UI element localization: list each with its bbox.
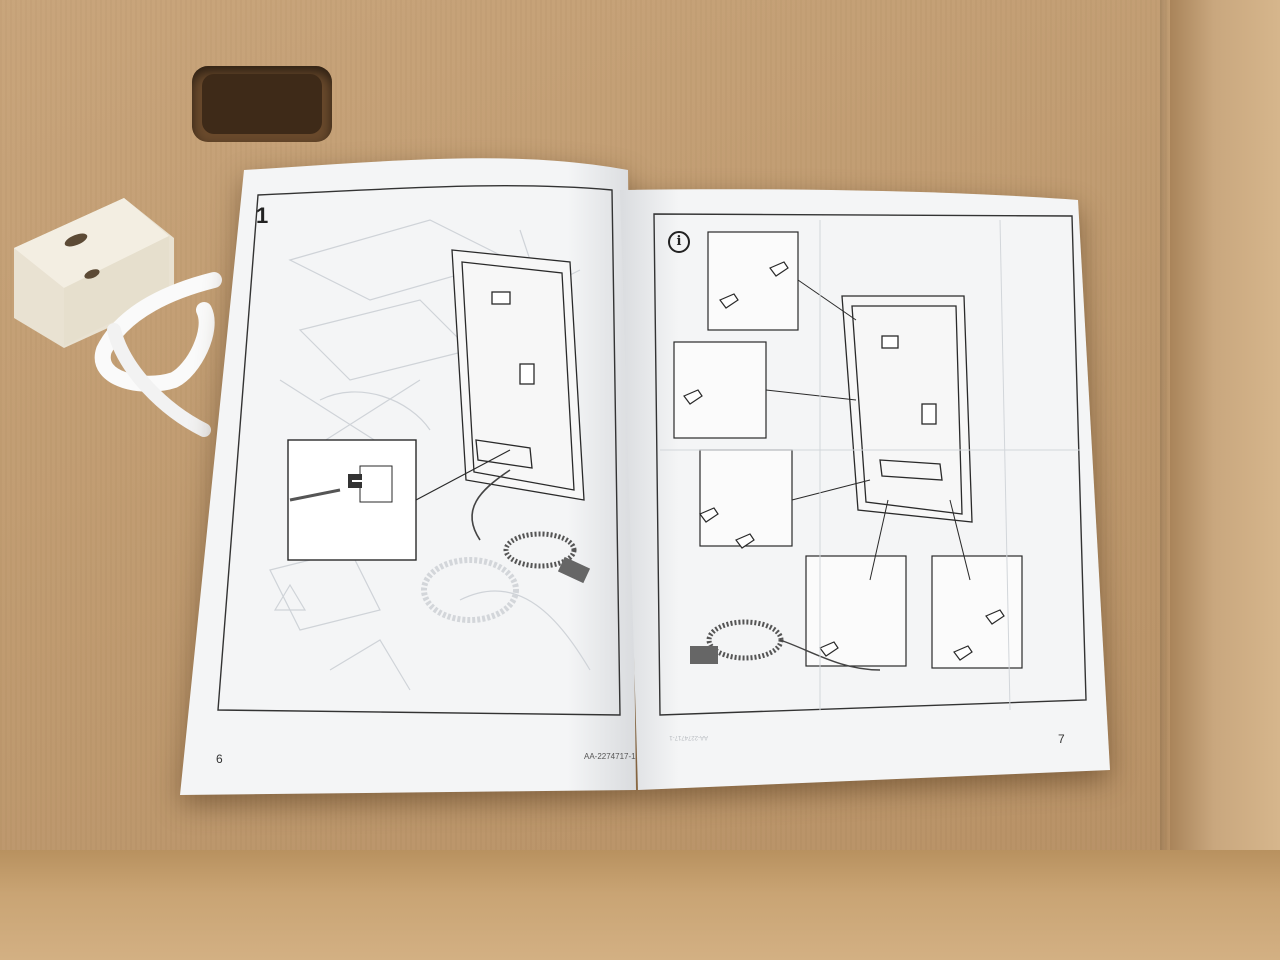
right-page-number: 7 — [1058, 732, 1065, 746]
faded-coiled-cable — [421, 557, 519, 623]
document-code: AA-2274717-1 — [584, 752, 636, 761]
box-side-wall — [1170, 0, 1280, 960]
left-page — [180, 158, 636, 795]
step-number: 1 — [256, 203, 269, 228]
tablet-back-panel — [451, 249, 585, 501]
detail-insets — [673, 231, 1023, 669]
left-page-number: 6 — [216, 752, 223, 766]
power-cable — [471, 469, 591, 584]
faded-guides — [660, 219, 1080, 711]
instruction-booklet: AA-2274717-1 — [180, 158, 1110, 795]
box-front-wall — [0, 850, 1280, 960]
right-page: AA-2274717-1 — [620, 189, 1110, 790]
coiled-power-cable — [690, 619, 881, 671]
callout-lines — [765, 279, 971, 581]
fabric-strap — [94, 272, 222, 437]
box-fold-shadow — [1160, 0, 1170, 960]
mirrored-doc-code: AA-2274717-1 — [669, 734, 708, 740]
info-icon: i — [668, 231, 690, 253]
box-handle-cutout — [192, 66, 332, 142]
connector-inset — [287, 439, 511, 561]
tablet-back-panel-right — [841, 295, 973, 523]
hand-icons — [683, 261, 1005, 661]
